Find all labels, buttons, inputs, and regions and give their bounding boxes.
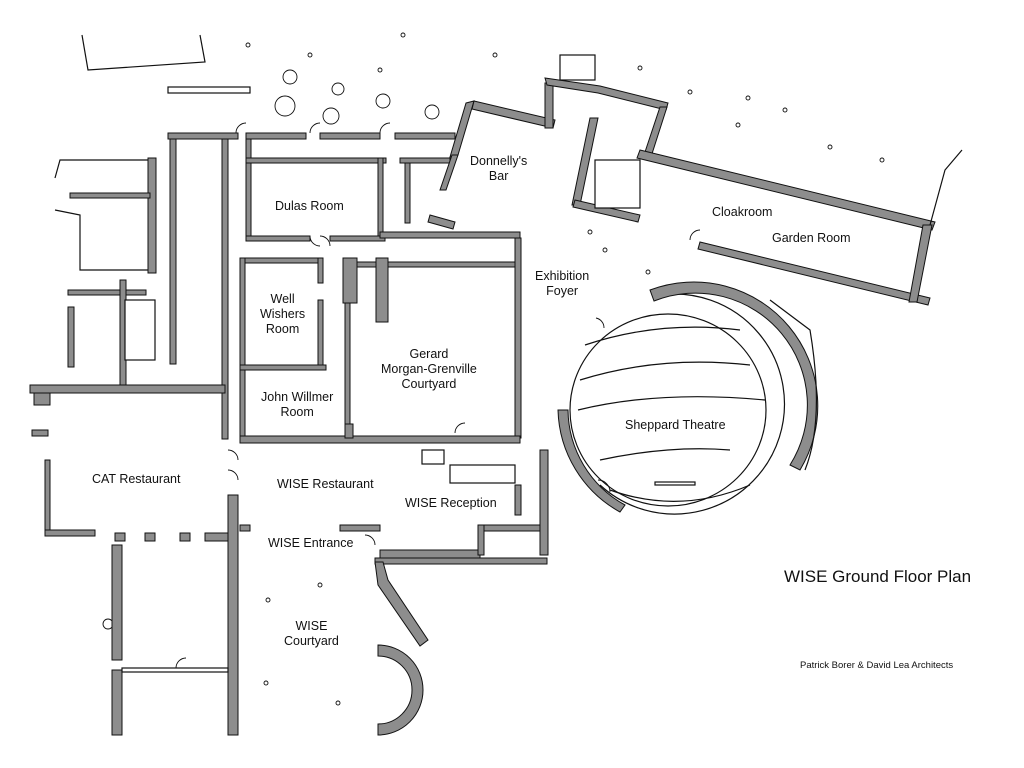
architect-credit: Patrick Borer & David Lea Architects [800,660,954,671]
label-wise-reception: WISE Reception [405,496,497,510]
main-block-walls [167,132,522,444]
label-cloakroom: Cloakroom [712,205,773,219]
label-exhibition-foyer: Exhibition Foyer [535,269,589,299]
label-john-willmer-room: John Willmer Room [261,390,333,420]
theatre-drawing [557,281,819,515]
north-boundary-outline [81,34,206,71]
label-well-wishers-line1: Well [270,292,295,306]
label-wise-courtyard-line1: WISE [295,619,328,633]
door-swings [175,122,701,669]
label-sheppard-theatre: Sheppard Theatre [625,418,726,432]
label-donnellys-bar: Donnelly's Bar [470,154,527,184]
bench-strip [167,86,251,94]
label-dulas-room: Dulas Room [275,199,344,213]
label-exhibition-foyer-line2: Foyer [546,284,579,298]
plan-title: WISE Ground Floor Plan [784,567,972,586]
label-well-wishers-room: Well Wishers Room [260,292,305,337]
label-gmg-courtyard-line2: Morgan-Grenville [381,362,477,376]
label-well-wishers-line3: Room [265,322,300,336]
south-walls [111,449,549,736]
bar-wing-walls [427,54,963,306]
west-block-walls [29,157,236,542]
label-john-willmer-line2: Room [280,405,314,419]
label-gmg-courtyard-line3: Courtyard [401,377,457,391]
label-wise-restaurant: WISE Restaurant [277,477,374,491]
label-garden-room: Garden Room [772,231,851,245]
label-gmg-courtyard: Gerard Morgan-Grenville Courtyard [381,347,477,392]
label-wise-courtyard-line2: Courtyard [284,634,339,648]
label-wise-courtyard: WISE Courtyard [284,619,339,649]
label-wise-entrance: WISE Entrance [268,536,354,550]
label-well-wishers-line2: Wishers [260,307,306,321]
label-donnellys-bar-line1: Donnelly's [470,154,528,168]
label-exhibition-foyer-line1: Exhibition [535,269,590,283]
label-cat-restaurant: CAT Restaurant [92,472,181,486]
label-gmg-courtyard-line1: Gerard [409,347,449,361]
label-john-willmer-line1: John Willmer [261,390,334,404]
label-donnellys-bar-line2: Bar [488,169,509,183]
planter-circles [102,32,885,706]
